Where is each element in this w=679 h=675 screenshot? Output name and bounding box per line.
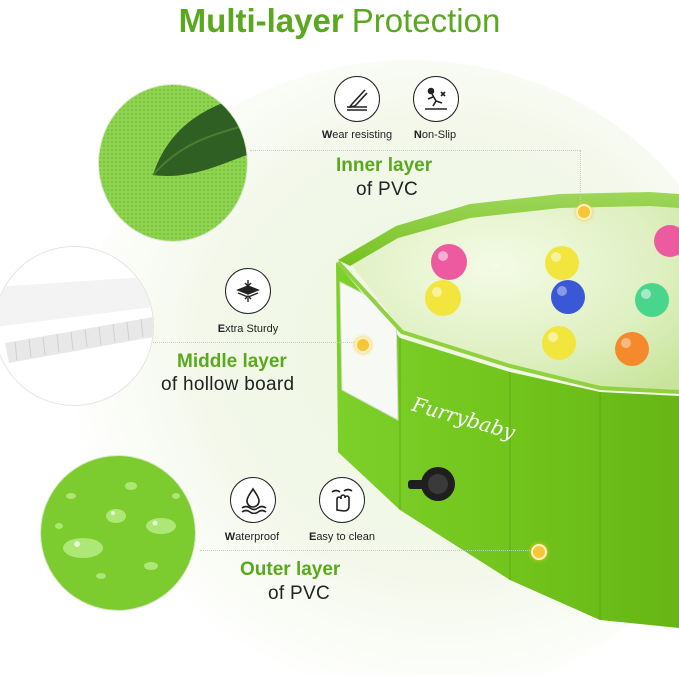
pool-window-panel: [339, 281, 399, 421]
wear-resisting-label: Wear resisting: [321, 129, 393, 141]
pool-inner-area: [346, 198, 679, 392]
non-slip-icon: [413, 76, 459, 122]
title-rest: Protection: [351, 2, 501, 39]
pool-balls: [425, 225, 679, 366]
connector-middle: [150, 342, 360, 343]
waterproof-icon: [230, 477, 276, 523]
connector-inner: [250, 150, 580, 151]
drain-plug: [408, 467, 455, 501]
pool-outer-wall: [336, 262, 679, 628]
outer-layer-marker: [531, 544, 547, 560]
extra-sturdy-label: Extra Sturdy: [217, 323, 279, 335]
inner-layer-heading: Inner layer: [336, 155, 433, 176]
easy-to-clean-label: Easy to clean: [308, 531, 376, 543]
middle-layer-material-image: [0, 246, 154, 406]
connector-inner-drop: [580, 150, 581, 208]
middle-layer-heading: Middle layer: [177, 351, 287, 372]
pool-wall-seams: [399, 338, 601, 620]
outer-layer-material-image: [40, 455, 196, 611]
outer-layer-subtitle: of PVC: [268, 583, 330, 604]
outer-layer-heading: Outer layer: [240, 559, 341, 580]
inner-layer-material-image: [98, 84, 248, 242]
inner-layer-marker: [576, 204, 592, 220]
connector-outer: [200, 550, 538, 551]
pool-illustration: [336, 192, 679, 628]
wear-resisting-icon: [334, 76, 380, 122]
middle-layer-subtitle: of hollow board: [161, 374, 295, 395]
extra-sturdy-icon: [225, 268, 271, 314]
inner-layer-subtitle: of PVC: [356, 179, 418, 200]
easy-to-clean-icon: [319, 477, 365, 523]
pool-rim: [338, 192, 679, 266]
middle-layer-marker: [355, 337, 371, 353]
non-slip-label: Non-Slip: [413, 129, 457, 141]
waterproof-label: Waterproof: [224, 531, 280, 543]
title-bold: Multi-layer: [178, 2, 344, 39]
